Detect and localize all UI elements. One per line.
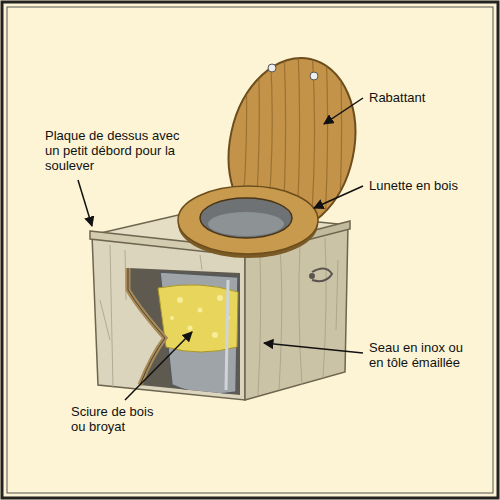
cut-away <box>128 268 240 395</box>
callout-label: Plaque de dessus avec un petit débord po… <box>44 128 184 173</box>
bucket-handle <box>310 268 332 281</box>
frame-inner <box>7 7 493 493</box>
wooden-seat <box>178 186 318 258</box>
callout-label: Lunette en bois <box>368 178 459 193</box>
callout-label: Seau en inox ou en tôle émaillée <box>368 340 480 370</box>
callout-label: Sciure de bois ou broyat <box>70 404 170 434</box>
callout-label: Rabattant <box>368 90 426 105</box>
